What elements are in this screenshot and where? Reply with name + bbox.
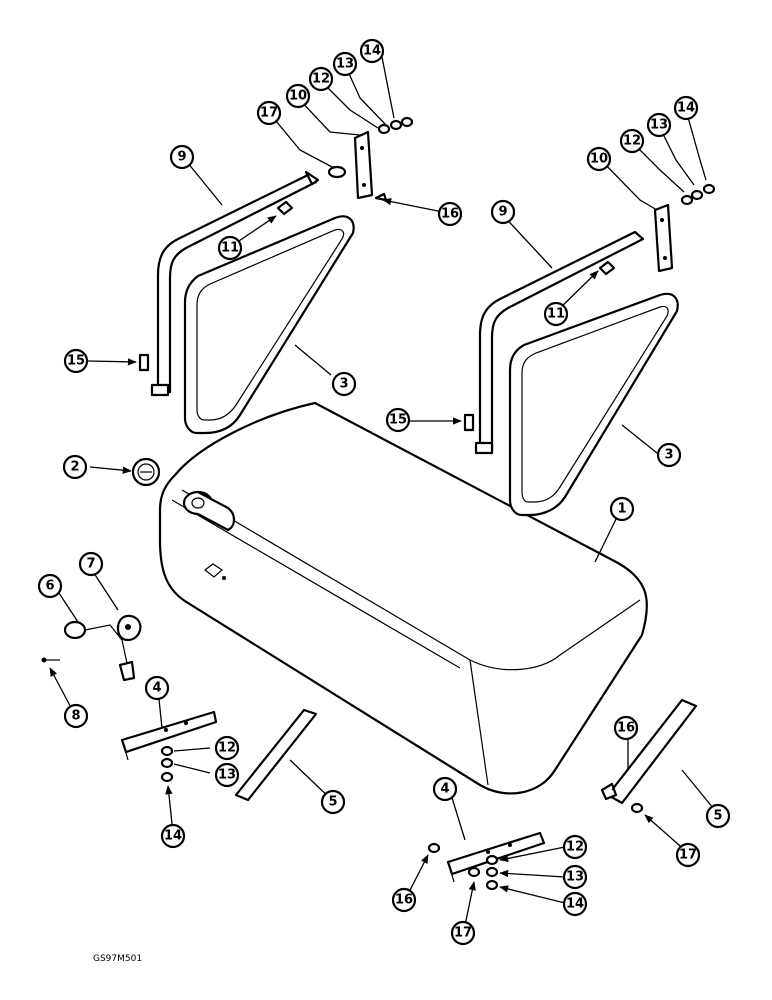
callout-10b: 10	[586, 146, 612, 172]
callout-17: 17	[256, 100, 282, 126]
svg-text:8: 8	[71, 709, 80, 724]
callout-11: 11	[217, 235, 243, 261]
svg-text:1: 1	[617, 502, 626, 517]
svg-text:4: 4	[152, 681, 161, 696]
svg-text:15: 15	[67, 354, 85, 369]
callout-17c: 17	[450, 920, 476, 946]
svg-text:4: 4	[440, 782, 449, 797]
callout-11b: 11	[543, 301, 569, 327]
callout-14: 14	[359, 38, 385, 64]
callout-12c: 12	[214, 735, 240, 761]
callout-13d: 13	[562, 864, 588, 890]
callout-15: 15	[63, 348, 89, 374]
callout-16: 16	[437, 201, 463, 227]
svg-text:16: 16	[395, 893, 413, 908]
callout-13c: 13	[214, 762, 240, 788]
svg-text:16: 16	[617, 721, 635, 736]
svg-text:14: 14	[363, 44, 381, 59]
callout-5: 5	[320, 789, 346, 815]
callout-9: 9	[169, 144, 195, 170]
filler-neck	[182, 490, 236, 532]
callout-8: 8	[63, 703, 89, 729]
svg-text:17: 17	[454, 926, 472, 941]
svg-text:3: 3	[664, 448, 673, 463]
sender-gasket	[116, 614, 142, 642]
svg-text:13: 13	[566, 870, 584, 885]
left-support-bracket	[120, 710, 218, 783]
callout-2: 2	[62, 454, 88, 480]
callout-16c: 16	[391, 887, 417, 913]
callout-10: 10	[285, 83, 311, 109]
callout-13: 13	[332, 51, 358, 77]
sender-screw	[41, 657, 60, 663]
fuel-sender-unit	[63, 620, 136, 682]
left-strap-padding	[183, 215, 355, 435]
callout-5b: 5	[705, 803, 731, 829]
callout-9b: 9	[490, 199, 516, 225]
svg-text:6: 6	[45, 579, 54, 594]
svg-text:9: 9	[177, 150, 186, 165]
callout-3: 3	[331, 371, 357, 397]
svg-text:10: 10	[590, 152, 608, 167]
callout-14b: 14	[673, 95, 699, 121]
left-support-strip	[234, 708, 318, 802]
callout-12d: 12	[562, 834, 588, 860]
svg-text:5: 5	[328, 795, 337, 810]
callout-3b: 3	[656, 442, 682, 468]
callout-7: 7	[78, 551, 104, 577]
svg-text:15: 15	[389, 413, 407, 428]
svg-text:17: 17	[679, 848, 697, 863]
svg-text:12: 12	[218, 741, 236, 756]
callout-6: 6	[37, 573, 63, 599]
callout-12b: 12	[619, 128, 645, 154]
svg-text:11: 11	[221, 241, 239, 256]
left-strap-bracket	[353, 130, 374, 200]
callout-15b: 15	[385, 407, 411, 433]
svg-text:12: 12	[312, 72, 330, 87]
svg-text:12: 12	[623, 134, 641, 149]
svg-text:10: 10	[289, 89, 307, 104]
callout-14d: 14	[562, 891, 588, 917]
right-support-strip	[600, 698, 698, 805]
right-hardware	[463, 183, 716, 432]
svg-text:14: 14	[164, 829, 182, 844]
callout-12: 12	[308, 66, 334, 92]
svg-text:17: 17	[260, 106, 278, 121]
svg-text:2: 2	[70, 460, 79, 475]
svg-text:12: 12	[566, 840, 584, 855]
svg-text:3: 3	[339, 377, 348, 392]
callout-4b: 4	[432, 776, 458, 802]
svg-text:14: 14	[566, 897, 584, 912]
callout-1: 1	[609, 496, 635, 522]
right-strap-bracket	[653, 203, 674, 273]
svg-text:16: 16	[441, 207, 459, 222]
figure-id: GS97M501	[93, 954, 142, 964]
svg-text:13: 13	[218, 768, 236, 783]
sender-mount-mark	[204, 563, 226, 580]
svg-text:13: 13	[650, 118, 668, 133]
svg-text:7: 7	[86, 557, 95, 572]
callout-13b: 13	[646, 112, 672, 138]
svg-text:14: 14	[677, 101, 695, 116]
svg-text:13: 13	[336, 57, 354, 72]
left-tank-strap	[150, 170, 320, 397]
svg-text:5: 5	[713, 809, 722, 824]
callout-17b: 17	[675, 842, 701, 868]
callout-14c: 14	[160, 823, 186, 849]
right-strap-padding	[508, 292, 679, 517]
svg-text:9: 9	[498, 205, 507, 220]
callout-16b: 16	[613, 715, 639, 741]
right-support-bracket	[427, 802, 644, 891]
callout-4: 4	[144, 675, 170, 701]
fuel-gauge	[131, 457, 161, 487]
right-tank-strap	[474, 230, 645, 455]
fuel-tank	[158, 401, 648, 795]
svg-text:11: 11	[547, 307, 565, 322]
